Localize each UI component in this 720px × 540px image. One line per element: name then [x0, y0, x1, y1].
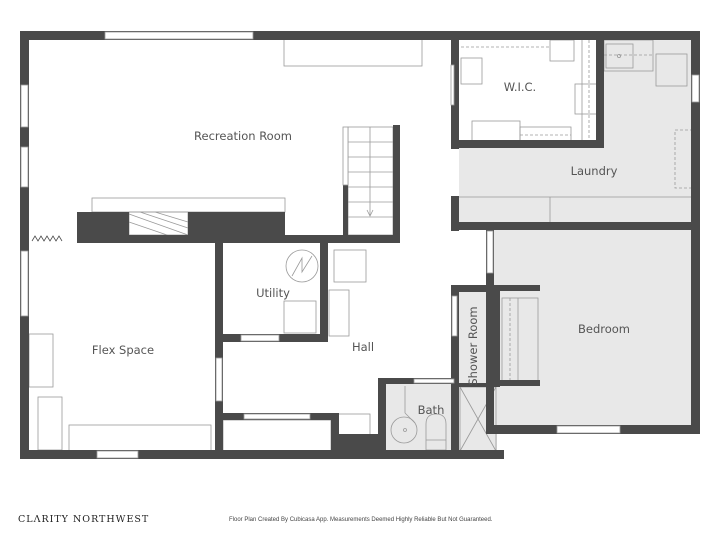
- water-heater-icon: [285, 249, 319, 283]
- room-label-shower: Shower Room: [466, 306, 480, 385]
- laundry-sink: [605, 43, 634, 69]
- stair-arrow-icon: [366, 209, 374, 217]
- laundry-floor-lower: [459, 148, 692, 224]
- toilet-icon: [425, 413, 447, 451]
- flex-cabinet-3: [68, 424, 212, 452]
- room-label-wic: W.I.C.: [504, 80, 536, 94]
- door-wic: [450, 64, 455, 106]
- wic-shelf-left: [460, 57, 483, 85]
- wic-shelf-top: [549, 39, 575, 62]
- door-utility: [240, 334, 280, 342]
- window-left-1: [20, 84, 29, 128]
- brand-logo: CLΛRITY NORTHWEST: [18, 514, 150, 525]
- room-label-utility: Utility: [256, 286, 290, 300]
- staircase: [347, 126, 394, 236]
- windows: [20, 31, 700, 459]
- door-flex: [215, 357, 223, 402]
- window-bottom-flex: [96, 450, 139, 459]
- door-bath: [413, 378, 455, 384]
- disclaimer-text: Floor Plan Created By Cubicasa App. Meas…: [229, 517, 493, 523]
- room-label-recreation: Recreation Room: [194, 129, 292, 143]
- room-label-bath: Bath: [418, 403, 445, 417]
- door-stair: [342, 126, 349, 186]
- room-label-bedroom: Bedroom: [578, 322, 630, 336]
- laundry-appliance: [655, 53, 688, 87]
- room-label-laundry: Laundry: [571, 164, 618, 178]
- wic-bench: [471, 120, 521, 144]
- hall-storage: [222, 419, 332, 452]
- door-storage: [243, 413, 311, 420]
- room-label-flex: Flex Space: [92, 343, 154, 357]
- door-bedroom: [486, 230, 494, 274]
- window-top: [104, 31, 254, 40]
- bedroom-floor: [492, 229, 692, 426]
- wic-shelf-right: [574, 83, 598, 115]
- window-right-laundry: [691, 74, 700, 103]
- fireplace-hatch-icon: [128, 211, 189, 237]
- window-left-3: [20, 250, 29, 317]
- door-shower: [451, 295, 458, 337]
- window-left-2: [20, 146, 29, 188]
- bath-floor: [384, 383, 456, 451]
- hall-cabinet-top: [333, 249, 367, 283]
- rec-room-cabinet: [283, 38, 423, 67]
- flex-cabinet-1: [28, 333, 54, 388]
- shaded-areas: [384, 38, 692, 456]
- window-bedroom-bottom: [556, 425, 621, 434]
- hall-cabinet: [328, 289, 350, 337]
- flex-cabinet-2: [37, 396, 63, 451]
- fireplace-hearth: [91, 197, 286, 213]
- utility-appliance: [283, 300, 317, 334]
- radiator-icon: [31, 235, 63, 242]
- bath-sink-icon: [390, 416, 418, 444]
- room-label-hall: Hall: [352, 340, 374, 354]
- walls: [20, 31, 700, 459]
- hall-box: [336, 413, 371, 436]
